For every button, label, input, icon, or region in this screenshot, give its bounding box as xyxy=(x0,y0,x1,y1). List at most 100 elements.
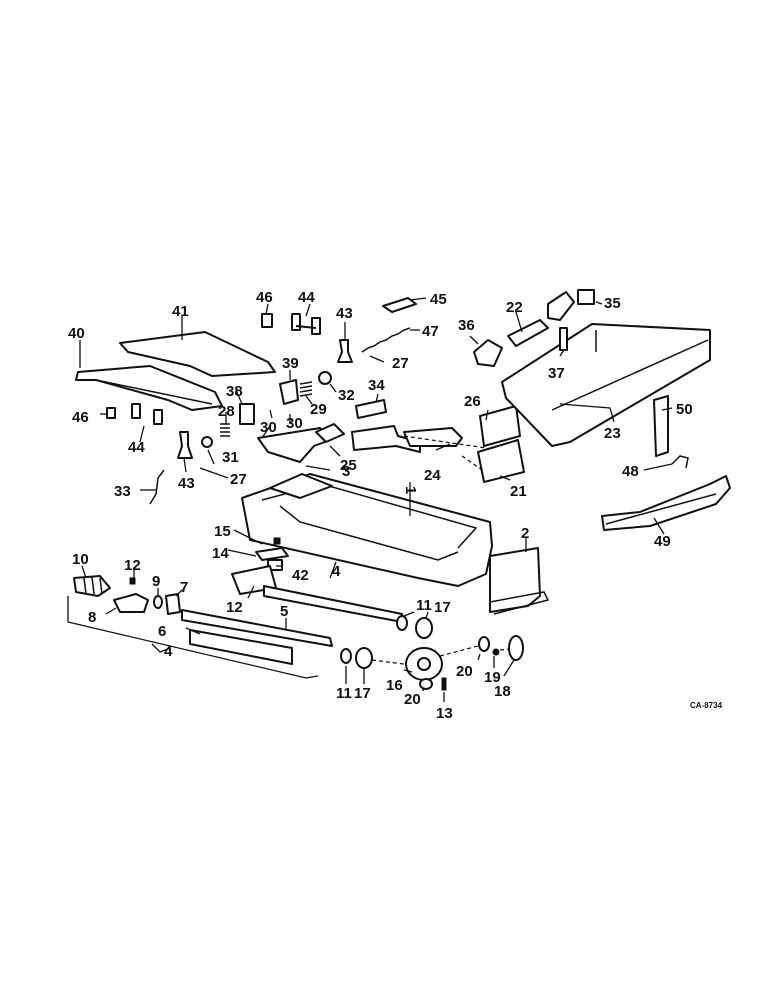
part-shield-upper xyxy=(119,331,276,377)
callout-11: 11 xyxy=(336,685,352,702)
bracket-4-line xyxy=(67,596,319,679)
callout-37: 37 xyxy=(548,365,565,382)
frame-inner xyxy=(279,505,459,561)
callout-50: 50 xyxy=(676,401,693,418)
callout-10: 10 xyxy=(72,551,89,568)
callout-49: 49 xyxy=(654,533,671,550)
part-bracket-3 xyxy=(269,473,333,499)
assembly-line-3 xyxy=(371,659,405,665)
part-bracket-39 xyxy=(279,379,299,405)
part-nut-19 xyxy=(492,648,500,656)
part-bracket-26 xyxy=(479,405,521,447)
callout-42: 42 xyxy=(292,567,309,584)
part-nut-32 xyxy=(318,371,332,385)
part-bracket-21 xyxy=(477,439,525,483)
callout-20: 20 xyxy=(404,691,421,708)
part-bolt-43-top xyxy=(337,339,353,363)
callout-34: 34 xyxy=(368,377,385,394)
callout-21: 21 xyxy=(510,483,527,500)
callout-16: 16 xyxy=(386,677,403,694)
part-jack-22 xyxy=(507,319,549,347)
part-bracket-45 xyxy=(382,297,417,313)
callout-39: 39 xyxy=(282,355,299,372)
part-tongue-49 xyxy=(601,475,731,531)
hub-16-center xyxy=(417,657,431,671)
part-clip-25 xyxy=(315,423,345,443)
callout-8: 8 xyxy=(88,609,96,626)
part-block-8 xyxy=(113,593,149,613)
callout-26: 26 xyxy=(464,393,481,410)
part-plate-50 xyxy=(653,395,669,457)
part-bar-6 xyxy=(189,629,293,665)
callout-20: 20 xyxy=(456,663,473,680)
part-block-46-left xyxy=(106,407,116,419)
callout-29: 29 xyxy=(310,401,327,418)
part-plate-38 xyxy=(239,403,255,425)
part-washer-9 xyxy=(153,595,163,609)
callout-18: 18 xyxy=(494,683,511,700)
part-washer-20-upper xyxy=(478,636,490,652)
part-pin-12 xyxy=(129,577,136,585)
callout-9: 9 xyxy=(152,573,160,590)
part-clevis-36 xyxy=(473,339,503,367)
callout-5: 5 xyxy=(280,603,288,620)
part-bearing-7 xyxy=(165,593,181,615)
part-washer-11-lower xyxy=(340,648,352,664)
callout-2: 2 xyxy=(521,525,529,542)
part-shaft-lower xyxy=(181,609,333,647)
callout-33: 33 xyxy=(114,483,131,500)
part-spring-29 xyxy=(299,381,313,397)
callout-12: 12 xyxy=(124,557,141,574)
plate-2-foot xyxy=(489,591,550,615)
callout-44: 44 xyxy=(298,289,315,306)
callout-22: 22 xyxy=(506,299,523,316)
part-disc-18 xyxy=(508,635,524,661)
part-bearing-17-upper xyxy=(415,617,433,639)
callout-43: 43 xyxy=(336,305,353,322)
part-spring-28 xyxy=(220,423,230,437)
gear-10-teeth xyxy=(83,576,103,595)
callout-4: 4 xyxy=(332,563,341,580)
callout-7: 7 xyxy=(180,579,188,596)
callout-47: 47 xyxy=(422,323,439,340)
callout-46: 46 xyxy=(72,409,89,426)
callout-30: 30 xyxy=(260,419,277,436)
part-spring-48 xyxy=(671,455,689,469)
callout-3: 3 xyxy=(342,463,350,480)
part-bracket-30 xyxy=(257,427,331,463)
part-pin-37 xyxy=(559,327,568,351)
callout-23: 23 xyxy=(604,425,621,442)
part-spring-47 xyxy=(361,327,411,353)
callout-13: 13 xyxy=(436,705,453,722)
part-arm-24b xyxy=(403,427,463,447)
callout-31: 31 xyxy=(222,449,239,466)
callout-19: 19 xyxy=(484,669,501,686)
callout-25: 25 xyxy=(340,457,357,474)
callout-40: 40 xyxy=(68,325,85,342)
part-bolt-15 xyxy=(273,537,281,545)
tongue-edge xyxy=(551,339,709,411)
callout-15: 15 xyxy=(214,523,231,540)
part-nut-31 xyxy=(201,436,213,448)
callout-46: 46 xyxy=(256,289,273,306)
part-washer-20-lower xyxy=(419,678,433,690)
callout-38: 38 xyxy=(226,383,243,400)
leader-lines xyxy=(79,297,673,702)
part-bearing-17-lower xyxy=(355,647,373,669)
callout-27: 27 xyxy=(392,355,409,372)
assembly-line-4 xyxy=(439,645,479,657)
callout-32: 32 xyxy=(338,387,355,404)
part-bolt-13 xyxy=(441,677,447,691)
callout-1: 1 xyxy=(402,486,419,494)
callout-48: 48 xyxy=(622,463,639,480)
part-shield-lower xyxy=(75,365,223,411)
part-rod-33 xyxy=(149,469,165,505)
callout-35: 35 xyxy=(604,295,621,312)
assembly-line-5 xyxy=(499,648,511,651)
callout-4: 4 xyxy=(164,643,173,660)
callout-14: 14 xyxy=(212,545,229,562)
callout-44: 44 xyxy=(128,439,145,456)
callout-24: 24 xyxy=(424,467,441,484)
drawing-code: CA-8734 xyxy=(690,701,723,710)
